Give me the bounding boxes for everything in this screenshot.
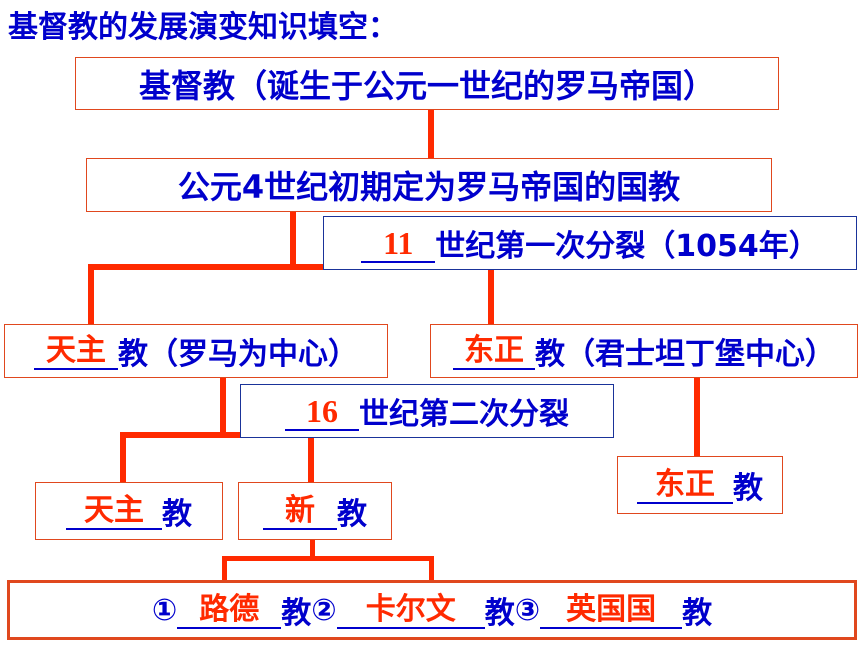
connector-to-catholic-2 [120, 432, 126, 482]
connector-to-orthodox [488, 264, 494, 326]
branch-3-number: ③ [514, 592, 541, 628]
second-schism-text: 世纪第二次分裂 [359, 397, 569, 432]
branch-1-text: 教 [281, 596, 312, 631]
catholic-2-box: 天主教 [35, 482, 223, 540]
root-text: 基督教（诞生于公元一世纪的罗马帝国） [138, 66, 715, 105]
connector-to-protestant [308, 432, 314, 482]
root-box: 基督教（诞生于公元一世纪的罗马帝国） [75, 57, 779, 110]
state-religion-text: 公元4世纪初期定为罗马帝国的国教 [177, 168, 681, 206]
branch-2-text: 教 [484, 596, 515, 631]
page-title: 基督教的发展演变知识填空： [8, 10, 398, 45]
connector-state-down [290, 212, 296, 268]
connector-to-catholic [88, 264, 94, 326]
orthodox-2-text: 教 [733, 471, 763, 506]
catholic-blank: 天主 [34, 336, 118, 370]
catholic-2-blank: 天主 [66, 496, 162, 530]
orthodox-2-box: 东正教 [617, 456, 783, 514]
protestant-text: 教 [337, 497, 367, 532]
second-schism-blank: 16 [285, 395, 359, 431]
orthodox-blank: 东正 [453, 336, 535, 370]
connector-protestant-down [310, 540, 315, 560]
connector-branch-right [429, 556, 434, 580]
catholic-box: 天主教（罗马为中心） [4, 324, 388, 378]
branch-2-number: ② [311, 592, 337, 628]
orthodox-text: 教（君士坦丁堡中心） [535, 337, 835, 372]
branch-2-blank: 卡尔文 [336, 595, 485, 629]
catholic-2-text: 教 [162, 497, 192, 532]
orthodox-box: 东正教（君士坦丁堡中心） [430, 324, 858, 378]
state-religion-box: 公元4世纪初期定为罗马帝国的国教 [86, 158, 772, 212]
connector-branch-bar [222, 556, 434, 561]
branch-1-number: ① [151, 592, 178, 628]
protestant-branches-box: ① 路德 教 ② 卡尔文 教 ③ 英国国 教 [7, 580, 857, 640]
orthodox-2-blank: 东正 [637, 470, 733, 504]
first-schism-text: 世纪第一次分裂（1054年） [435, 229, 819, 264]
branch-3-text: 教 [682, 596, 713, 631]
connector-first-split-bar [88, 264, 494, 270]
protestant-blank: 新 [263, 496, 337, 530]
protestant-box: 新教 [238, 482, 392, 540]
connector-branch-left [222, 556, 227, 580]
connector-second-split-bar [120, 432, 314, 438]
connector-orthodox-down [694, 378, 700, 456]
branch-1-blank: 路德 [177, 595, 282, 629]
first-schism-blank: 11 [361, 227, 436, 263]
connector-catholic-down [220, 376, 226, 436]
catholic-text: 教（罗马为中心） [118, 337, 358, 372]
branch-3-blank: 英国国 [540, 595, 683, 629]
connector-root-down [428, 110, 434, 158]
